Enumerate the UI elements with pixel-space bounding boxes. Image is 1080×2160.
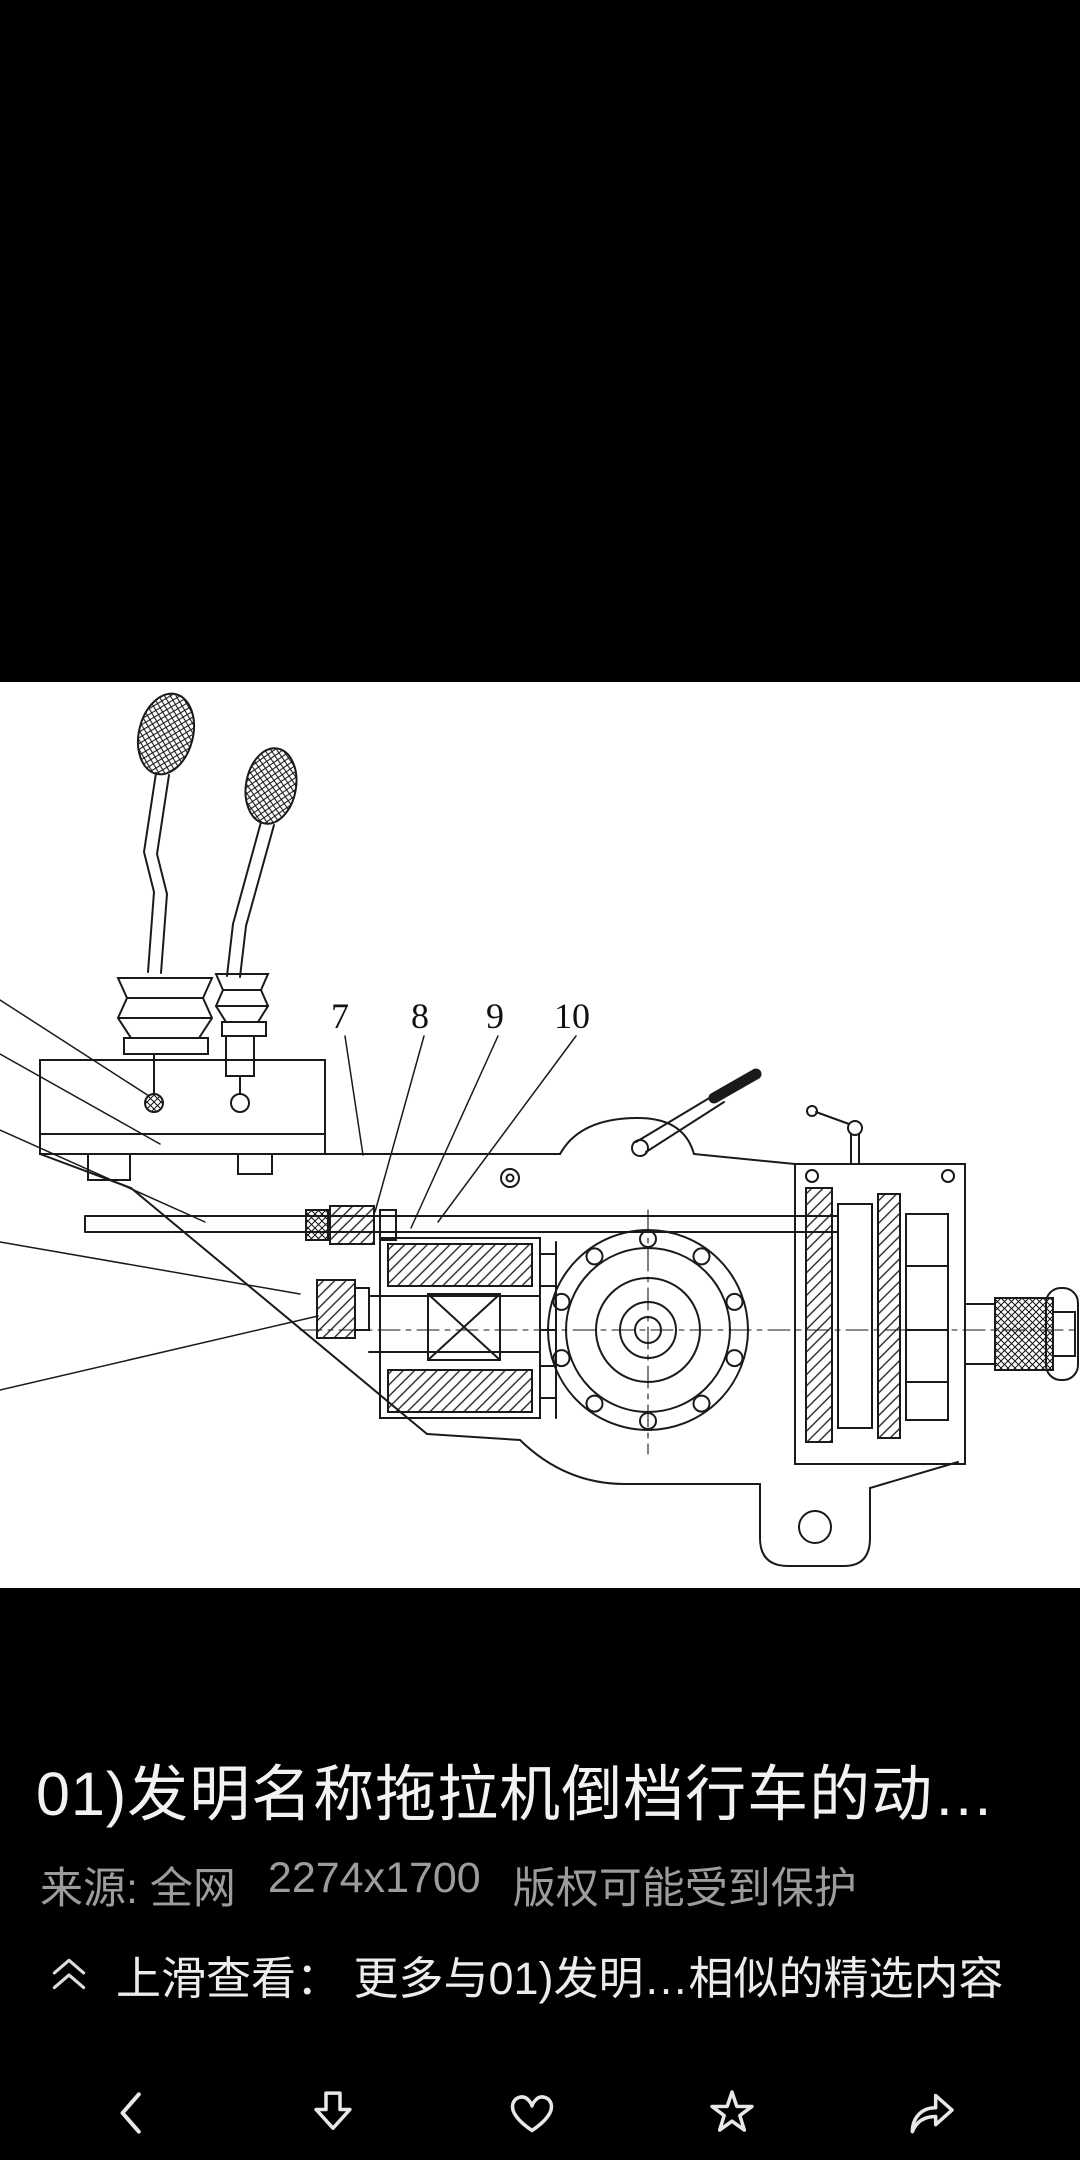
patent-drawing: 7 8 9 10 [0,692,1079,1567]
back-icon [120,2092,141,2134]
figure-label-9: 9 [486,996,504,1036]
download-button[interactable] [304,2084,362,2142]
swipe-up-hint[interactable]: 上滑查看： 更多与01)发明…相似的精选内容 [46,1942,1004,2007]
favorite-button[interactable] [703,2084,761,2142]
result-image[interactable]: 7 8 9 10 [0,682,1080,1588]
star-icon [709,2090,754,2132]
figure-label-10: 10 [554,996,590,1036]
like-button[interactable] [503,2084,561,2142]
figure-label-7: 7 [331,996,349,1036]
image-title[interactable]: 01)发明名称拖拉机倒档行车的动… [36,1760,996,1828]
share-button[interactable] [902,2084,960,2142]
image-copyright: 版权可能受到保护 [512,1865,857,1913]
back-button[interactable] [104,2084,162,2142]
bottom-toolbar [0,2066,1080,2160]
share-icon [910,2093,954,2134]
download-icon [313,2091,352,2130]
swipe-hint-text: 上滑查看： 更多与01)发明…相似的精选内容 [116,1953,1004,2004]
figure-label-8: 8 [411,996,429,1036]
heart-icon [510,2095,554,2133]
image-source: 来源: 全网 [40,1865,236,1913]
chevron-double-up-icon [52,1958,86,1989]
image-meta: 来源: 全网 2274x1700 版权可能受到保护 [40,1854,857,1916]
image-resolution: 2274x1700 [267,1854,481,1902]
